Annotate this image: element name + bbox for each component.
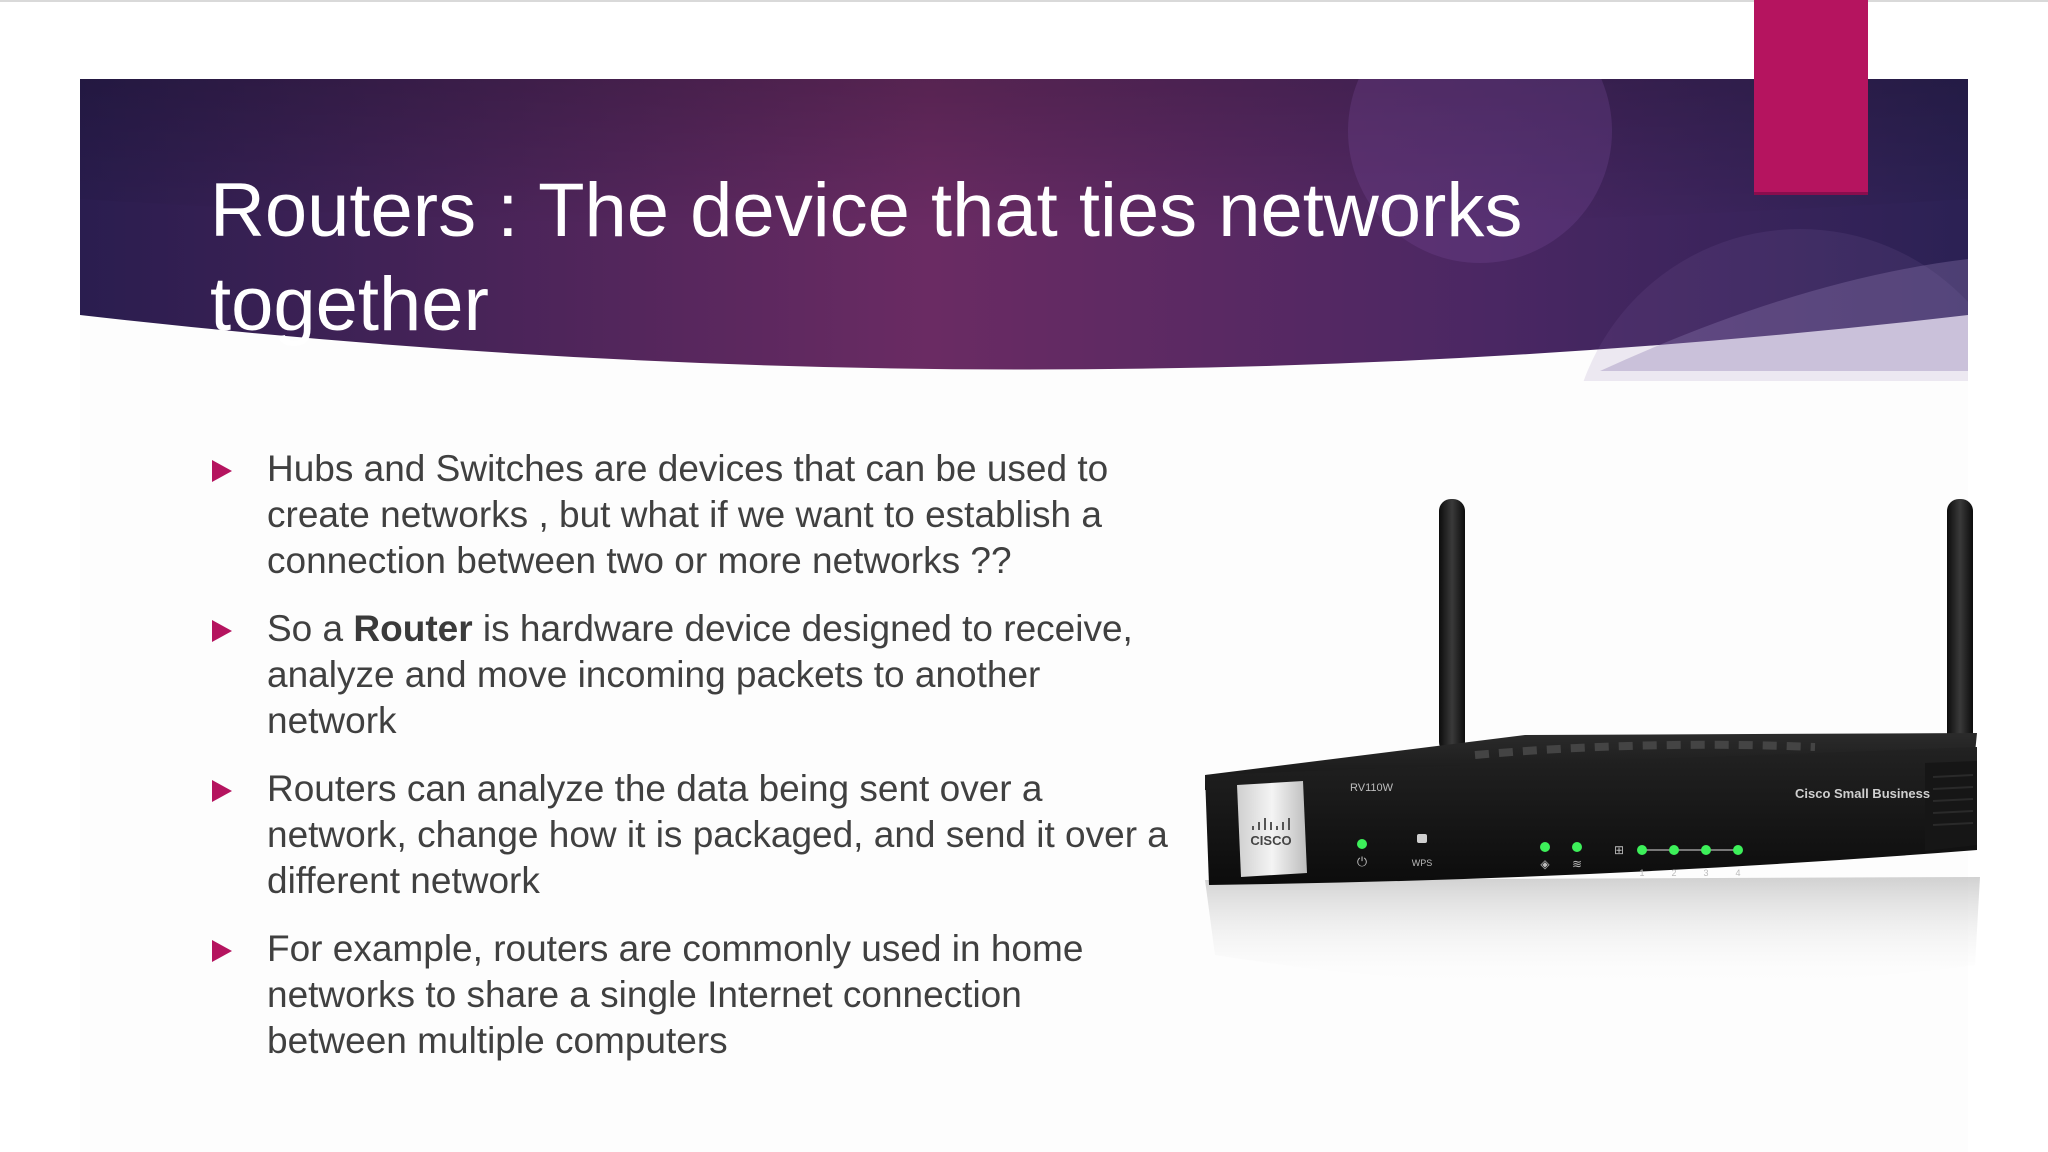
network-icon: ⊞ xyxy=(1614,843,1624,857)
antenna-right xyxy=(1947,499,1973,754)
lan-led-4 xyxy=(1733,845,1743,855)
port-label: 1 xyxy=(1639,868,1644,878)
power-led xyxy=(1357,839,1367,849)
bullet-text: Hubs and Switches are devices that can b… xyxy=(267,448,1109,581)
bullet-text: Routers can analyze the data being sent … xyxy=(267,768,1168,901)
lock-icon xyxy=(1417,834,1427,843)
triangle-bullet-icon xyxy=(212,780,232,802)
wifi-icon: ≋ xyxy=(1572,857,1582,871)
router-front xyxy=(1205,747,1977,885)
bullet-item: Hubs and Switches are devices that can b… xyxy=(210,446,1170,584)
port-label: 3 xyxy=(1703,868,1708,878)
banner-shade xyxy=(80,79,1968,229)
accent-tab xyxy=(1754,0,1868,195)
triangle-bullet-icon xyxy=(212,460,232,482)
router-top-logo-embossing xyxy=(1474,740,1816,759)
bullet-text: For example, routers are commonly used i… xyxy=(267,928,1084,1061)
bullet-item: Routers can analyze the data being sent … xyxy=(210,766,1170,904)
banner-bokeh-circle xyxy=(1583,229,1968,381)
triangle-bullet-icon xyxy=(212,940,232,962)
router-reflection xyxy=(1205,877,1980,988)
lan-led-1 xyxy=(1637,845,1647,855)
router-photo: CISCO RV110W Cisco Small Business ⏻ WPS … xyxy=(1195,485,1995,1030)
banner-graphic xyxy=(80,79,1968,381)
port-label: 2 xyxy=(1671,868,1676,878)
router-side-vent xyxy=(1925,761,1977,851)
bullet-bold-term: Router xyxy=(353,608,473,649)
globe-icon: ◈ xyxy=(1540,857,1550,871)
vent-lines xyxy=(1932,774,1974,826)
bullet-text-suffix: is hardware device designed to receive, … xyxy=(267,608,1133,741)
cisco-logo-text: CISCO xyxy=(1250,833,1291,848)
slide-title: Routers : The device that ties networks … xyxy=(210,168,1523,347)
bullet-list: Hubs and Switches are devices that can b… xyxy=(210,446,1170,1086)
bullet-text-prefix: So a xyxy=(267,608,354,649)
wireless-led xyxy=(1572,842,1582,852)
banner-swoosh xyxy=(1600,259,1968,371)
top-divider xyxy=(0,0,2048,2)
bullet-item: For example, routers are commonly used i… xyxy=(210,926,1170,1064)
banner-bokeh-circle xyxy=(1348,79,1612,263)
triangle-bullet-icon xyxy=(212,620,232,642)
cisco-logo-bars-icon xyxy=(1252,818,1290,830)
port-label: 4 xyxy=(1735,868,1740,878)
lan-led-2 xyxy=(1669,845,1679,855)
internet-led xyxy=(1540,842,1550,852)
title-banner xyxy=(80,79,1968,381)
wps-label: WPS xyxy=(1412,858,1433,868)
brand-label: Cisco Small Business xyxy=(1795,786,1930,801)
bullet-item: So a Router is hardware device designed … xyxy=(210,606,1170,744)
model-label: RV110W xyxy=(1350,782,1394,794)
bullet-text: So a Router is hardware device designed … xyxy=(267,608,1133,741)
power-icon: ⏻ xyxy=(1357,854,1367,869)
router-illustration: CISCO RV110W Cisco Small Business ⏻ WPS … xyxy=(1205,499,1980,988)
lan-led-3 xyxy=(1701,845,1711,855)
antenna-left xyxy=(1439,499,1465,754)
